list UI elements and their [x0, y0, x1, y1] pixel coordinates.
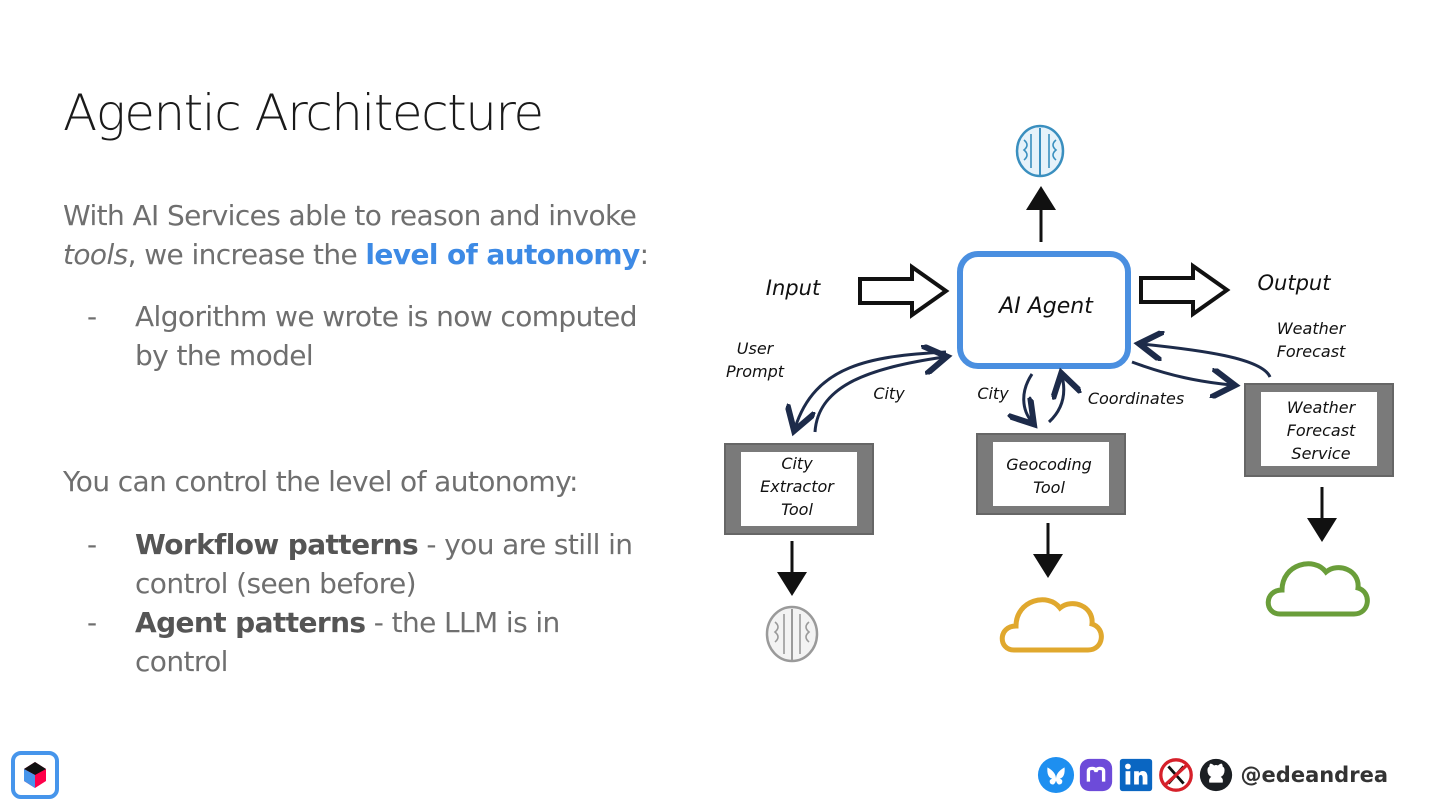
- cloud-icon-yellow: [999, 597, 1104, 653]
- brain-icon-top: [1015, 124, 1065, 178]
- bullet-rest: - the LLM is in: [365, 606, 561, 639]
- ai-agent-box: [957, 251, 1131, 369]
- bullet-dash: -: [87, 300, 97, 333]
- intro-line-1: With AI Services able to reason and invo…: [63, 199, 637, 232]
- arrow-weather-to-agent: [1142, 344, 1272, 378]
- weather-forecast-label-1: Weather: [1277, 319, 1347, 338]
- city-label-left: City: [873, 384, 905, 403]
- city-extractor-label-1: City: [781, 454, 813, 473]
- intro-paragraph: With AI Services able to reason and invo…: [63, 196, 649, 274]
- weather-service-label-1: Weather: [1287, 398, 1357, 417]
- intro-line-2: tools, we increase the level of autonomy…: [63, 235, 649, 274]
- intro-colon: :: [639, 238, 649, 271]
- bullet-dash: -: [87, 528, 97, 561]
- city-extractor-label-3: Tool: [781, 500, 813, 519]
- linkedin-icon[interactable]: [1117, 756, 1155, 794]
- control-intro: You can control the level of autonomy:: [63, 465, 578, 498]
- bullet-line-1: Workflow patterns - you are still in: [135, 525, 633, 564]
- bullet-line-1: Agent patterns - the LLM is in: [135, 603, 560, 642]
- intro-text: , we increase the: [127, 238, 366, 271]
- coordinates-label: Coordinates: [1088, 389, 1184, 408]
- bullet-text: Algorithm we wrote is now computed by th…: [135, 297, 638, 375]
- arrow-city-tool-to-agent: [813, 357, 944, 433]
- tools-word: tools: [63, 238, 128, 271]
- geocoding-label-1: Geocoding: [1006, 455, 1092, 474]
- city-extractor-tool-box: City Extractor Tool: [724, 443, 874, 535]
- bullet-rest: - you are still in: [418, 528, 633, 561]
- input-arrow: [858, 263, 950, 319]
- x-icon[interactable]: [1157, 756, 1195, 794]
- arrow-agent-to-weather: [1131, 360, 1232, 385]
- quarkus-logo-icon: [11, 751, 59, 799]
- weather-forecast-label-2: Forecast: [1277, 342, 1346, 361]
- agent-patterns-bold: Agent patterns: [135, 606, 366, 639]
- weather-service-label-2: Forecast: [1287, 421, 1356, 440]
- bullet-dash: -: [87, 606, 97, 639]
- user-prompt-label-2: Prompt: [726, 362, 785, 381]
- slide-title: Agentic Architecture: [63, 84, 544, 142]
- bullet-text: Agent patterns - the LLM is in control: [135, 603, 560, 681]
- level-of-autonomy-highlight: level of autonomy: [365, 238, 640, 271]
- input-label: Input: [766, 276, 821, 300]
- bullet-line-1: Algorithm we wrote is now computed: [135, 300, 638, 333]
- weather-forecast-service-box: Weather Forecast Service: [1244, 383, 1394, 477]
- social-footer: @edeandrea: [1037, 755, 1388, 795]
- user-prompt-label-1: User: [737, 339, 775, 358]
- geocoding-tool-box: Geocoding Tool: [976, 433, 1126, 515]
- bullet-line-2: control: [135, 645, 228, 678]
- arrow-geocoding-to-agent: [1047, 376, 1064, 424]
- city-extractor-label-2: Extractor: [760, 477, 835, 496]
- bullet-text: Workflow patterns - you are still in con…: [135, 525, 633, 603]
- workflow-patterns-bold: Workflow patterns: [135, 528, 419, 561]
- agent-architecture-diagram: AI Agent Input Output User Prompt City C…: [724, 124, 1394, 663]
- bullet-line-2: by the model: [135, 339, 314, 372]
- city-label-mid: City: [977, 384, 1009, 403]
- cloud-icon-green: [1265, 561, 1370, 617]
- output-arrow: [1139, 262, 1231, 318]
- twitter-handle: @edeandrea: [1240, 763, 1388, 787]
- brain-icon-bottom: [765, 605, 819, 663]
- weather-service-label-3: Service: [1291, 444, 1350, 463]
- arrow-agent-to-geocoding: [1024, 373, 1032, 422]
- bullet-line-2: control (seen before): [135, 567, 417, 600]
- mastodon-icon[interactable]: [1077, 756, 1115, 794]
- arrow-agent-to-city-tool: [795, 350, 947, 428]
- output-label: Output: [1258, 271, 1332, 295]
- ai-agent-label: AI Agent: [997, 294, 1094, 319]
- github-icon[interactable]: [1197, 756, 1235, 794]
- geocoding-label-2: Tool: [1033, 478, 1065, 497]
- bluesky-icon[interactable]: [1037, 756, 1075, 794]
